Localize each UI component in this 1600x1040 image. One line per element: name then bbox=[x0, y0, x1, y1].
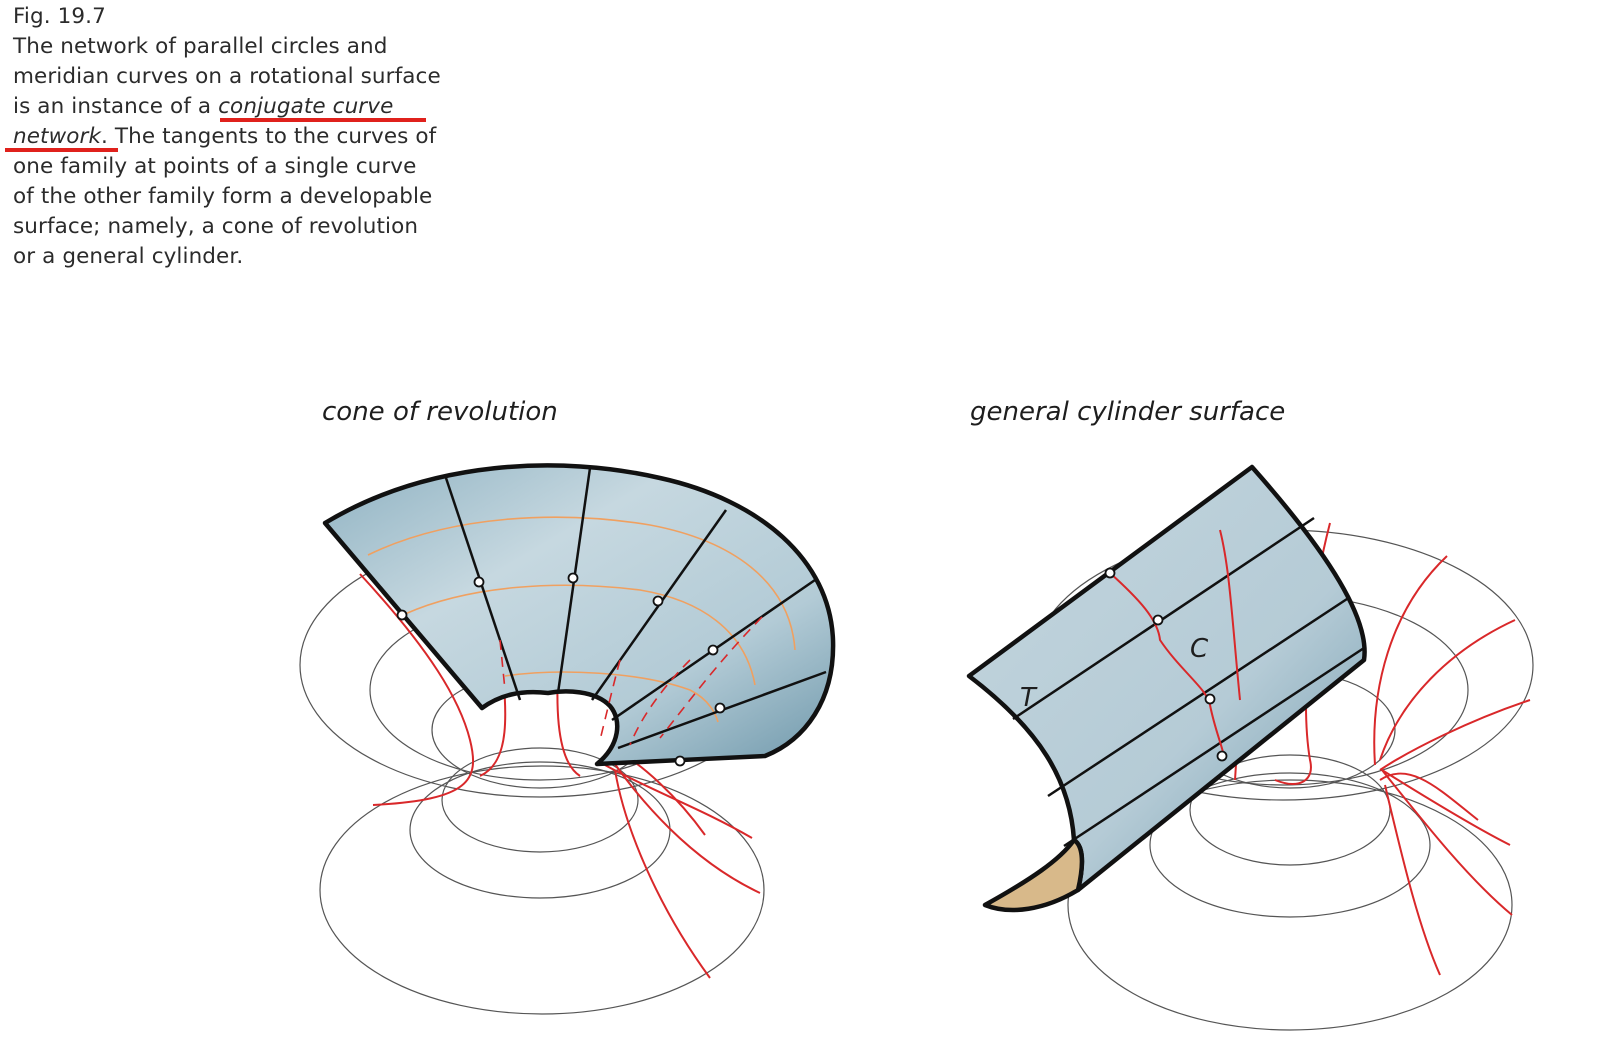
generator-line bbox=[443, 474, 522, 701]
tangent-point bbox=[1216, 750, 1228, 762]
meridian-curve bbox=[1381, 769, 1511, 846]
meridian-curve bbox=[1381, 769, 1513, 916]
caption-line: network. The tangents to the curves of bbox=[13, 122, 483, 152]
term-network: network bbox=[13, 124, 102, 149]
caption-line: is an instance of a conjugate curve bbox=[13, 92, 483, 122]
caption-line: or a general cylinder. bbox=[13, 244, 244, 269]
parallel-circle bbox=[1149, 772, 1431, 918]
meridian-curve bbox=[359, 573, 474, 806]
hidden-curves bbox=[499, 616, 763, 746]
tangent-point bbox=[707, 644, 719, 656]
hidden-curve bbox=[659, 616, 763, 739]
label-t: T bbox=[1020, 683, 1038, 713]
figure-caption: Fig. 19.7 The network of parallel circle… bbox=[13, 2, 483, 272]
cylinder-cross-section bbox=[982, 837, 1085, 913]
conjugate-curve-c bbox=[1109, 572, 1226, 761]
panel-title-cylinder: general cylinder surface bbox=[970, 397, 1286, 427]
caption-text: is an instance of a bbox=[13, 94, 219, 119]
hidden-curve bbox=[629, 659, 691, 746]
tangent-point bbox=[674, 755, 686, 767]
label-c: C bbox=[1190, 634, 1209, 664]
tangent-point bbox=[473, 576, 485, 588]
cylinder-generators bbox=[1012, 516, 1365, 848]
caption-line: meridian curves on a rotational surface bbox=[13, 64, 441, 89]
tangent-point bbox=[714, 702, 726, 714]
meridian-curve bbox=[1384, 784, 1441, 976]
tangent-point bbox=[396, 609, 408, 621]
tangent-point bbox=[567, 572, 579, 584]
parallel-circle bbox=[1067, 779, 1513, 1031]
tangent-points-cone bbox=[396, 572, 726, 767]
meridian-curve bbox=[1373, 555, 1448, 766]
cylinder-surface bbox=[966, 464, 1367, 893]
tangent-point bbox=[1152, 614, 1164, 626]
caption-line: of the other family form a developable bbox=[13, 184, 433, 209]
term-conjugate-curve: conjugate curve bbox=[218, 94, 394, 119]
figure-number: Fig. 19.7 bbox=[13, 4, 106, 29]
parallel-circle bbox=[319, 765, 765, 1015]
orange-circle bbox=[404, 584, 756, 686]
meridian-curve bbox=[1379, 699, 1531, 771]
meridian-curve bbox=[604, 764, 753, 839]
cylinder-curves bbox=[1109, 529, 1241, 761]
meridian-curve bbox=[1379, 772, 1479, 821]
hidden-curve bbox=[499, 639, 506, 691]
tangent-point bbox=[652, 595, 664, 607]
tangent-points-cylinder bbox=[1104, 567, 1228, 762]
hidden-curve bbox=[599, 659, 621, 741]
caption-line: surface; namely, a cone of revolution bbox=[13, 214, 419, 239]
caption-line: The network of parallel circles and bbox=[13, 34, 388, 59]
panel-title-cone: cone of revolution bbox=[322, 397, 558, 427]
generator-line bbox=[1063, 646, 1365, 848]
caption-line: one family at points of a single curve bbox=[13, 154, 417, 179]
tangent-point bbox=[1104, 567, 1116, 579]
tangent-point bbox=[1204, 693, 1216, 705]
caption-text: . The tangents to the curves of bbox=[101, 124, 437, 149]
orange-circle bbox=[367, 516, 796, 651]
generator-line bbox=[1012, 516, 1315, 721]
meridian-curve bbox=[614, 769, 711, 979]
parallel-circle bbox=[441, 747, 639, 853]
generator-line bbox=[1047, 595, 1351, 798]
meridian-curve bbox=[1219, 529, 1241, 701]
meridian-curve bbox=[1379, 619, 1516, 761]
